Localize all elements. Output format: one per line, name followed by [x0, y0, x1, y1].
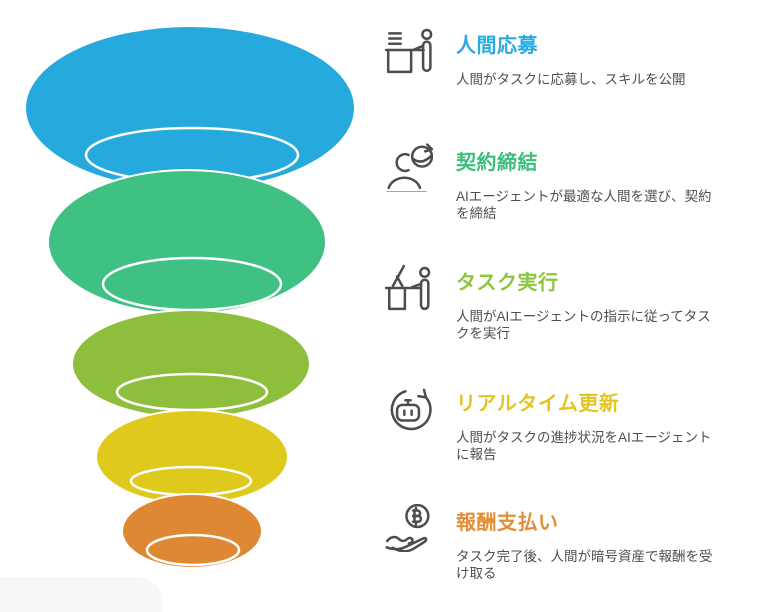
funnel-stage-4 — [95, 409, 289, 505]
step-item-2: 契約締結 AIエージェントが最適な人間を選び、契約を締結 — [383, 142, 763, 223]
step-item-1: 人間応募 人間がタスクに応募し、スキルを公開 — [383, 25, 763, 88]
step-description: タスク完了後、人間が暗号資産で報酬を受け取る — [456, 549, 713, 582]
step-description: 人間がタスクの進捗状況をAIエージェントに報告 — [456, 430, 712, 463]
step-title: タスク実行 — [456, 272, 559, 294]
funnel-stage-5 — [121, 493, 263, 569]
funnel-diagram — [24, 25, 356, 569]
application-desk-icon — [383, 25, 433, 75]
step-description: 人間がAIエージェントの指示に従ってタスクを実行 — [456, 309, 711, 342]
funnel-stage-3 — [71, 309, 311, 419]
funnel-stage-2 — [47, 169, 327, 315]
step-title: 報酬支払い — [456, 512, 559, 534]
crypto-payment-hand-icon — [383, 502, 433, 552]
step-title: 契約締結 — [456, 152, 538, 174]
step-item-4: リアルタイム更新 人間がタスクの進捗状況をAIエージェントに報告 — [383, 383, 763, 464]
funnel-stage-1 — [24, 25, 356, 191]
step-item-3: タスク実行 人間がAIエージェントの指示に従ってタスクを実行 — [383, 262, 763, 343]
step-description: 人間がタスクに応募し、スキルを公開 — [456, 72, 686, 87]
step-title: 人間応募 — [456, 35, 538, 57]
realtime-robot-refresh-icon — [383, 383, 433, 433]
corner-decoration — [0, 577, 162, 612]
step-title: リアルタイム更新 — [456, 393, 620, 415]
step-item-5: 報酬支払い タスク完了後、人間が暗号資産で報酬を受け取る — [383, 502, 763, 583]
step-description: AIエージェントが最適な人間を選び、契約を締結 — [456, 189, 712, 222]
contract-sync-person-icon — [383, 142, 433, 192]
funnel-stage-5-ring — [145, 533, 241, 567]
task-computer-desk-icon — [383, 262, 433, 312]
